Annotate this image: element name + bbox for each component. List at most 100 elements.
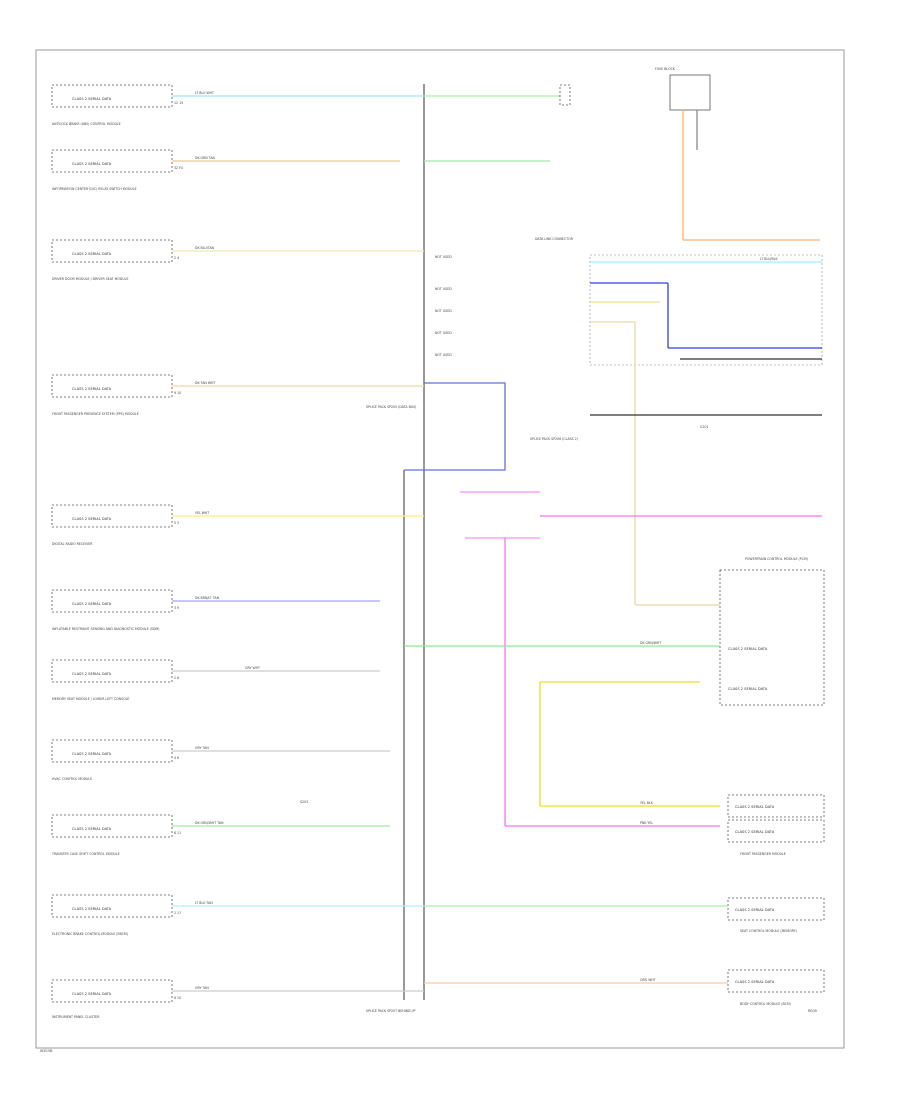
left-module-box (51, 504, 173, 528)
component-name: ANTILOCK BRAKE (ABS) CONTROL MODULE (52, 122, 121, 126)
component-name: INFLATABLE RESTRAINT SENSING AND DIAGNOS… (52, 627, 159, 631)
module-label: CLASS 2 SERIAL DATA (735, 830, 775, 834)
pin-label: 8 11 (174, 831, 181, 835)
dlc-label: DATA LINK CONNECTOR (535, 237, 574, 241)
top-right-wires (424, 84, 571, 162)
pink-wires: PNK YEL (460, 491, 822, 827)
left-modules (51, 84, 173, 1003)
dlc-circuit: LT BLU/BLK (760, 257, 778, 261)
component-name: DIGITAL RADIO RECEIVER (52, 542, 93, 546)
left-module-box (51, 239, 173, 263)
green-circuit: DK GRN/WHT (640, 641, 661, 645)
pink-circuit: PNK YEL (640, 821, 653, 825)
diagram-frame (35, 49, 845, 1049)
right-component-name: SEAT CONTROL MODULE (MEMORY) (740, 929, 797, 933)
circuit-label: DK GRN TAN (195, 156, 216, 160)
module-label: CLASS 2 SERIAL DATA (72, 517, 112, 521)
not-used-label: NOT USED (435, 287, 452, 291)
dlc-box (589, 254, 823, 366)
footer-left: W3G3M (40, 1049, 53, 1053)
circuit-label: DK BLU/TAN (195, 246, 215, 250)
left-module-box (51, 374, 173, 398)
right-module-box (727, 819, 825, 843)
module-label: CLASS 2 SERIAL DATA (735, 805, 775, 809)
pin-label: 9 10 (174, 391, 181, 395)
pin-label: 4 6 (174, 756, 179, 760)
fuse-block: FUSE BLOCK (655, 67, 820, 241)
fuse-block-label: FUSE BLOCK (655, 67, 676, 71)
pin-label: 3 9 (174, 606, 179, 610)
left-module-box (51, 739, 173, 763)
circuit-label: DK GRN/WHT TAN (195, 821, 224, 825)
module-label: CLASS 2 SERIAL DATA (72, 252, 112, 256)
right-component-name: FRONT PASSENGER MODULE (740, 852, 786, 856)
right-lower-modules: CLASS 2 SERIAL DATA CLASS 2 SERIAL DATA … (727, 794, 825, 1006)
splice-left-label: SPLICE PACK SP205 (DATA BUS) (366, 405, 416, 409)
wire-dk-blu-loop (404, 382, 506, 471)
module-label: CLASS 2 SERIAL DATA (72, 162, 112, 166)
circuit-label: GRY TAN (195, 986, 209, 990)
module-label: CLASS 2 SERIAL DATA (735, 908, 775, 912)
pin-label: 12 15 (174, 101, 183, 105)
pin-label: 2 17 (174, 911, 181, 915)
fuse-box (669, 74, 711, 111)
footer-right: REQ9 (808, 1009, 817, 1013)
pin-label: 2 8 (174, 676, 179, 680)
module-label: CLASS 2 SERIAL DATA (72, 672, 112, 676)
left-module-box (51, 979, 173, 1003)
module-label: CLASS 2 SERIAL DATA (72, 827, 112, 831)
circuit-label: DK BRN/LT TAN (195, 596, 220, 600)
module-label: CLASS 2 SERIAL DATA (72, 907, 112, 911)
module-label: CLASS 2 SERIAL DATA (72, 992, 112, 996)
module-label: CLASS 2 SERIAL DATA (72, 752, 112, 756)
right-module-box (727, 969, 825, 993)
right-component-name: BODY CONTROL MODULE (BCM) (740, 1002, 791, 1006)
module-label: CLASS 2 SERIAL DATA (72, 602, 112, 606)
left-module-labels: CLASS 2 SERIAL DATA CLASS 2 SERIAL DATA … (72, 97, 112, 996)
pin-label: 5 3 (174, 521, 179, 525)
not-used-rows: NOT USED NOT USED NOT USED NOT USED NOT … (435, 255, 452, 357)
left-module-box (51, 659, 173, 683)
not-used-label: NOT USED (435, 255, 452, 259)
circuit-label: DK TAN WHT (195, 381, 215, 385)
not-used-label: NOT USED (435, 331, 452, 335)
left-module-box (51, 814, 173, 838)
not-used-label: NOT USED (435, 309, 452, 313)
component-name: FRONT PASSENGER PRESENCE SYSTEM (PPS) MO… (52, 412, 139, 416)
left-module-box (51, 149, 173, 173)
left-circuit-labels: LT BLU WHT DK GRN TAN DK BLU/TAN DK TAN … (195, 91, 260, 990)
left-component-names: ANTILOCK BRAKE (ABS) CONTROL MODULE INFO… (51, 122, 159, 1019)
connector-box (559, 84, 571, 106)
component-name: TRANSFER CASE SHIFT CONTROL MODULE (51, 852, 120, 856)
not-used-label: NOT USED (435, 353, 452, 357)
pin-label: 32 F4 (174, 166, 183, 170)
left-wires (172, 95, 424, 992)
circuit-label: GRY WHT (245, 666, 260, 670)
module-label: CLASS 2 SERIAL DATA (728, 647, 768, 651)
splice-lower-label: SPLICE PACK SP207 BEHIND I/P (366, 1009, 416, 1013)
pcm-name: POWERTRAIN CONTROL MODULE (PCM) (745, 557, 808, 561)
right-module-box (727, 794, 825, 818)
component-name: MEMORY SEAT MODULE / LOWER LEFT CONSOLE (52, 697, 129, 701)
component-name: DRIVER DOOR MODULE / DRIVER SEAT MODULE (52, 277, 128, 281)
component-name: HVAC CONTROL MODULE (52, 777, 92, 781)
pin-label: 2 4 (174, 256, 179, 260)
left-module-box (51, 894, 173, 918)
module-label: CLASS 2 SERIAL DATA (735, 980, 775, 984)
left-module-box (51, 589, 173, 613)
right-module-box (727, 897, 825, 921)
pcm-module: POWERTRAIN CONTROL MODULE (PCM) CLASS 2 … (719, 557, 825, 706)
module-label: CLASS 2 SERIAL DATA (72, 387, 112, 391)
circuit-label: LT BLU WHT (195, 91, 214, 95)
orange-circuit: ORG WHT (640, 978, 656, 982)
splice-center-label: SPLICE PACK SP206 (CLASS 2) (530, 437, 578, 441)
yellow-circuit: YEL BLK (640, 801, 654, 805)
pin-label: 8 10 (174, 996, 181, 1000)
left-module-box (51, 84, 173, 108)
module-label: CLASS 2 SERIAL DATA (72, 97, 112, 101)
component-name: INSTRUMENT PANEL CLUSTER (52, 1015, 100, 1019)
component-name: INFORMATION CENTER (DIC) RELAY SWITCH MO… (52, 187, 137, 191)
circuit-label: YEL WHT (195, 511, 209, 515)
circuit-label: GRY TAN (195, 746, 209, 750)
